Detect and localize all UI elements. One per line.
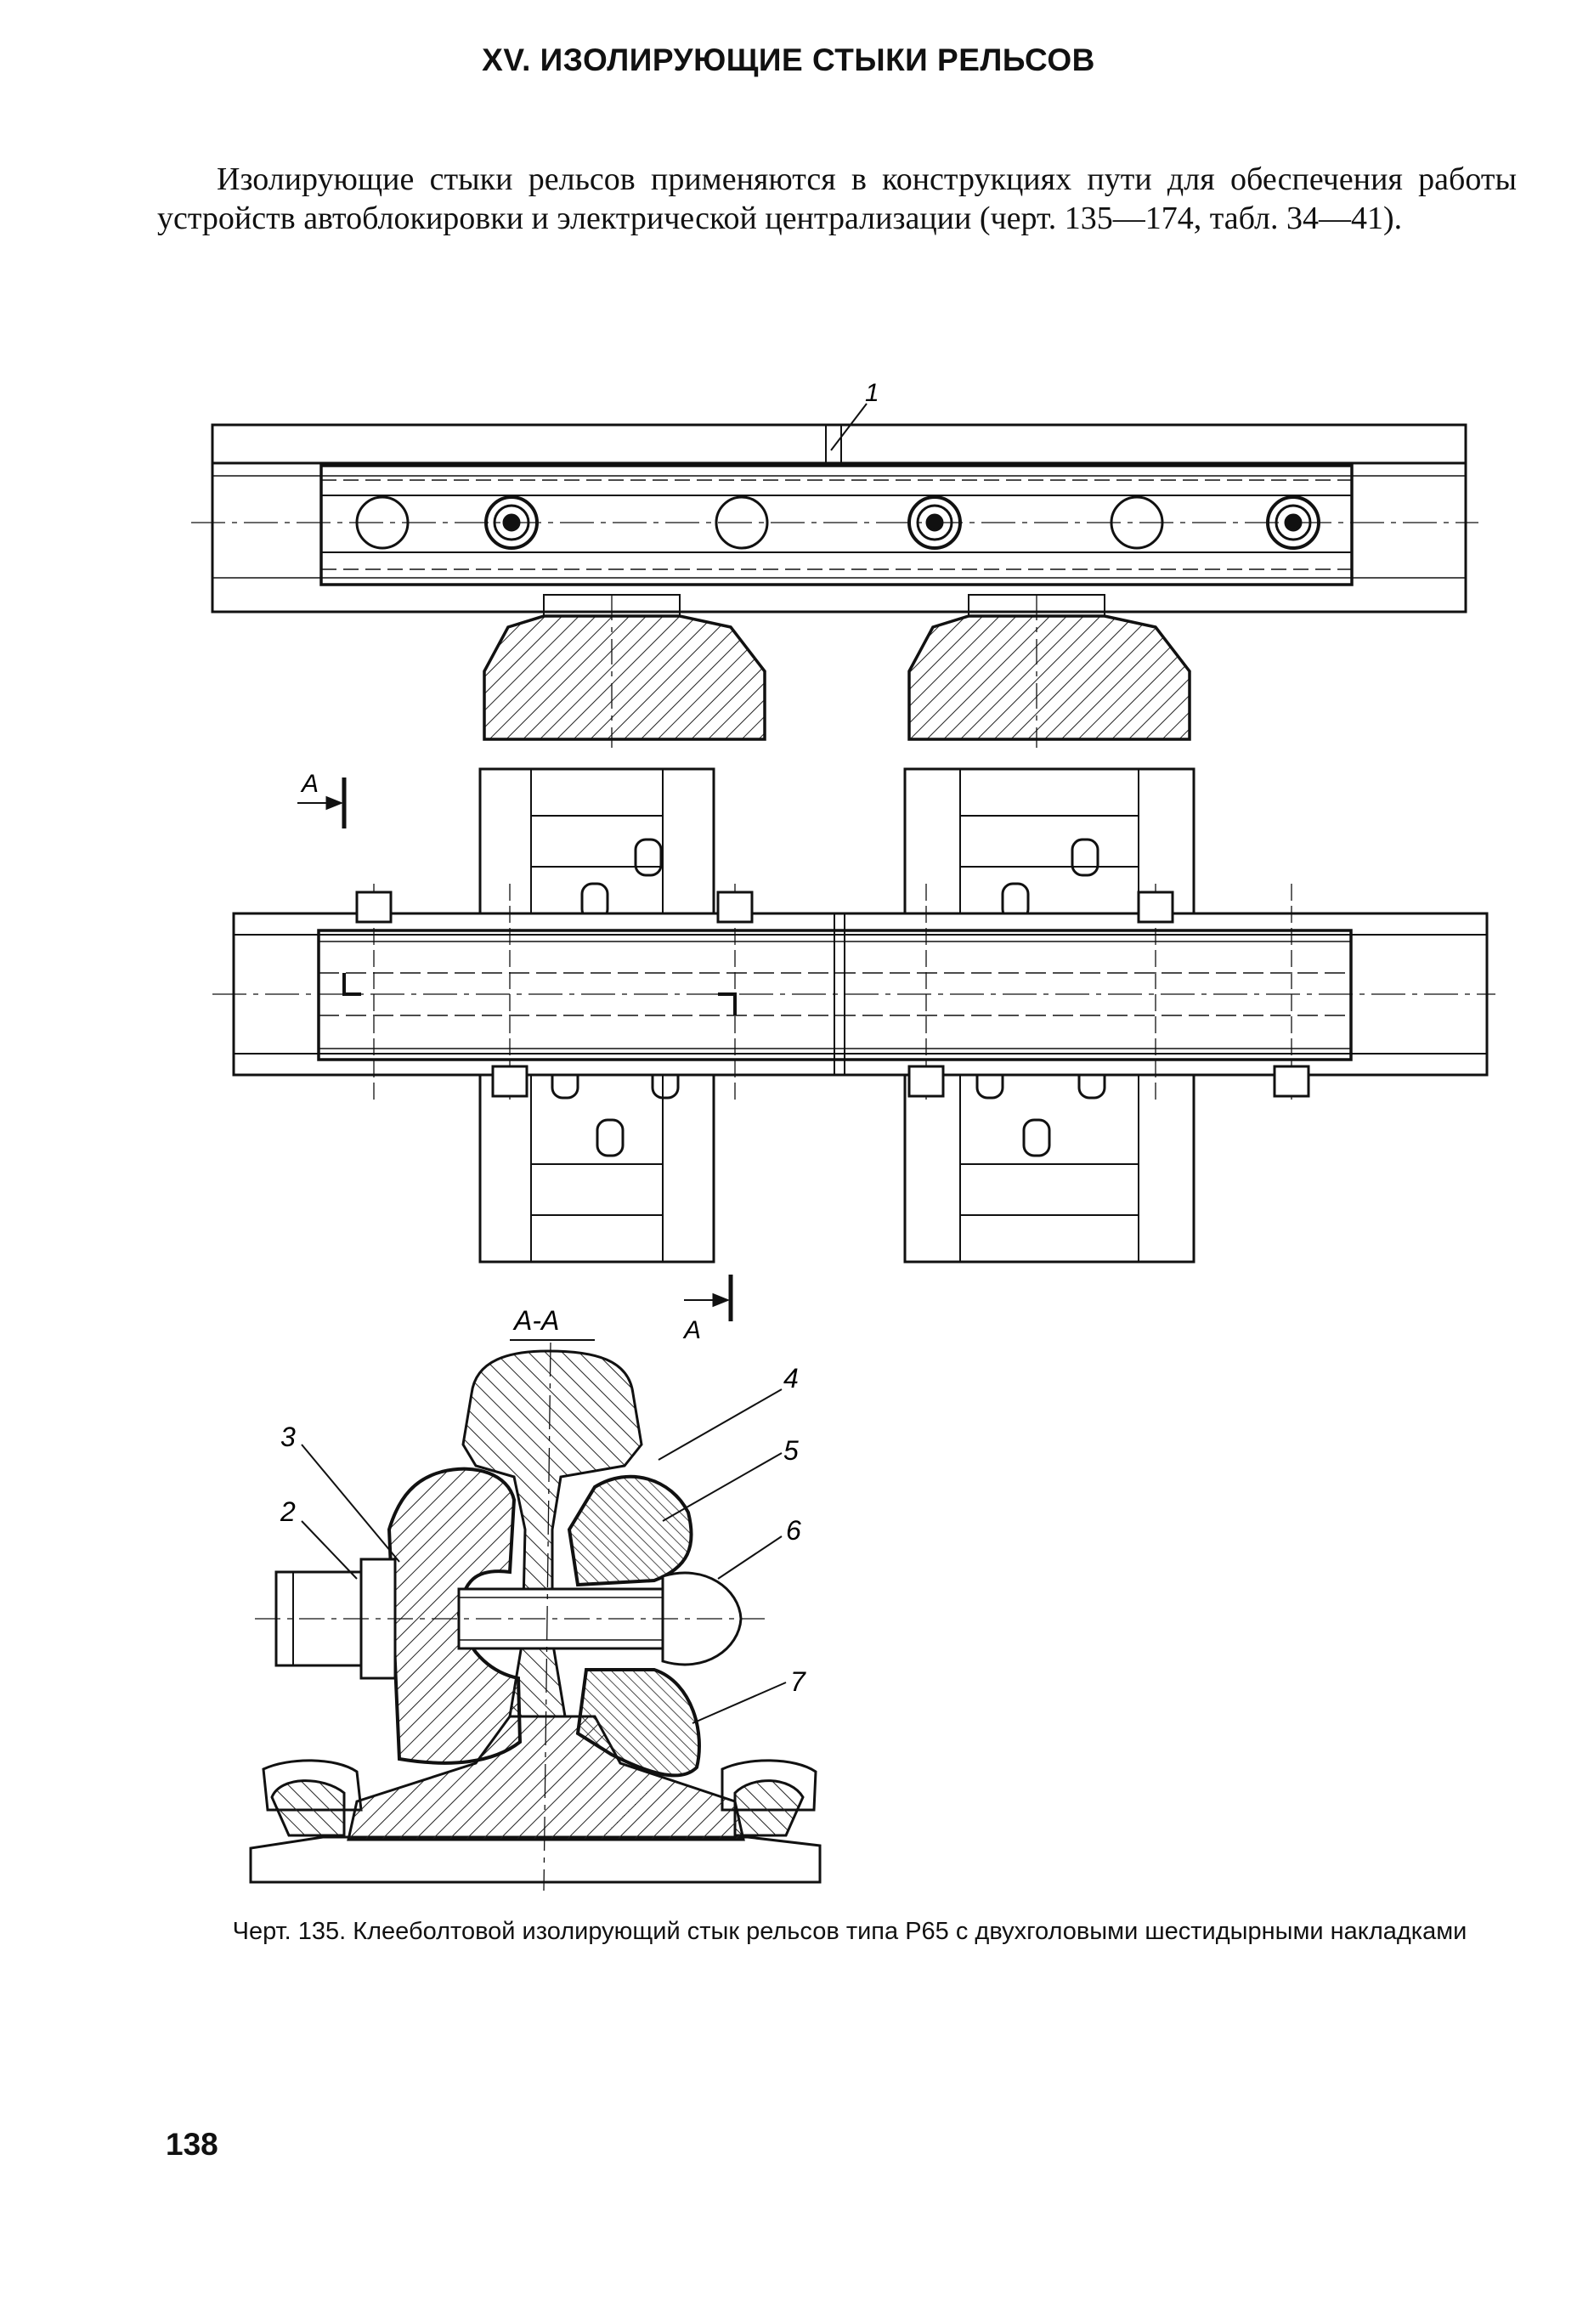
section-mark-bottom: А	[682, 1316, 701, 1344]
section-mark-top: А	[300, 770, 319, 798]
side-elevation-view	[191, 403, 1478, 748]
cross-section-view	[249, 1342, 822, 1891]
section-title: XV. ИЗОЛИРУЮЩИЕ СТЫКИ РЕЛЬСОВ	[482, 42, 1095, 77]
callout-5: 5	[783, 1435, 799, 1466]
bolt-nut-3	[1266, 495, 1320, 550]
figure-caption: Черт. 135. Клееболтовой изолирующий стык…	[232, 1918, 1467, 1945]
callout-6: 6	[786, 1515, 801, 1546]
bolt-nut-1	[484, 495, 539, 550]
intro-paragraph: Изолирующие стыки рельсов применяются в …	[157, 161, 1517, 236]
page-number: 138	[166, 2127, 218, 2162]
bolt-nut-2	[907, 495, 962, 550]
callout-1: 1	[865, 379, 879, 407]
callout-4: 4	[783, 1363, 799, 1394]
callout-7: 7	[790, 1666, 806, 1697]
callout-2: 2	[280, 1496, 296, 1527]
section-a-a-title: А-А	[512, 1305, 559, 1336]
plan-view	[212, 767, 1495, 1321]
callout-3: 3	[280, 1422, 296, 1452]
